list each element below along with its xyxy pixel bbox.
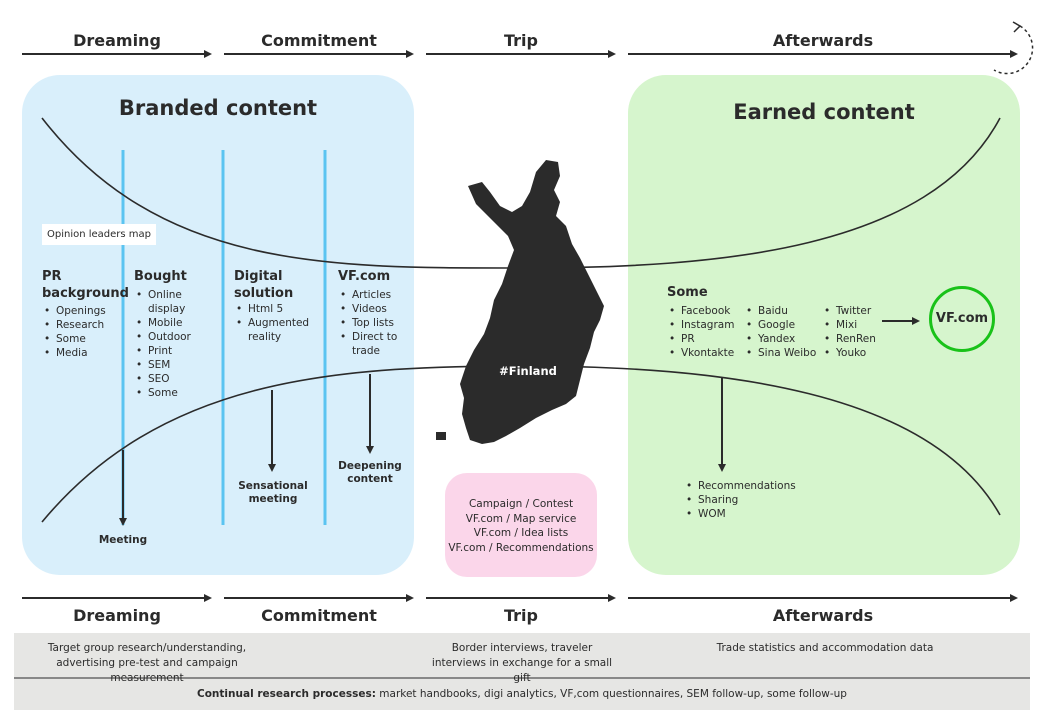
- phase-top-dreaming: Dreaming: [73, 31, 161, 50]
- list-item: Google: [746, 318, 822, 332]
- list-item: Yandex: [746, 332, 822, 346]
- list-item: Openings: [44, 304, 122, 318]
- list-item: Mobile: [136, 316, 216, 330]
- list-some-2: Baidu Google Yandex Sina Weibo: [746, 304, 822, 360]
- col-head-vfcom: VF.com: [338, 269, 391, 284]
- list-bought: Online display Mobile Outdoor Print SEM …: [136, 288, 216, 400]
- list-some-1: Facebook Instagram PR Vkontakte: [669, 304, 751, 360]
- phase-bottom-dreaming: Dreaming: [73, 606, 161, 625]
- phase-top-trip: Trip: [504, 31, 538, 50]
- list-item: Augmented reality: [236, 316, 320, 344]
- list-item: RenRen: [824, 332, 886, 346]
- callout-deepening: Deepening content: [338, 460, 402, 485]
- list-item: Sina Weibo: [746, 346, 822, 360]
- list-item: Outdoor: [136, 330, 216, 344]
- list-item: Videos: [340, 302, 412, 316]
- list-item: Direct to trade: [340, 330, 412, 358]
- list-item: Articles: [340, 288, 412, 302]
- aland-island: [436, 432, 446, 440]
- phase-top-commitment: Commitment: [261, 31, 377, 50]
- list-outcomes: Recommendations Sharing WOM: [686, 479, 806, 521]
- list-item: Media: [44, 346, 122, 360]
- research-bar: [14, 633, 1030, 710]
- phase-bottom-afterwards: Afterwards: [772, 606, 874, 625]
- finland-map: [460, 160, 604, 444]
- research-divider: [14, 677, 1030, 679]
- branded-title: Branded content: [118, 96, 318, 120]
- col-head-bought: Bought: [134, 269, 187, 284]
- list-item: Baidu: [746, 304, 822, 318]
- list-item: Recommendations: [686, 479, 806, 493]
- list-item: Some: [136, 386, 216, 400]
- earned-title: Earned content: [733, 100, 915, 124]
- list-item: Top lists: [340, 316, 412, 330]
- list-item: SEO: [136, 372, 216, 386]
- research-dreaming: Target group research/understanding, adv…: [47, 642, 247, 684]
- col-head-digital: Digital solution: [234, 269, 294, 301]
- callout-sensational: Sensational meeting: [238, 480, 308, 505]
- list-item: SEM: [136, 358, 216, 372]
- trip-activities: Campaign / Contest VF.com / Map service …: [445, 497, 597, 555]
- phase-bottom-trip: Trip: [504, 606, 538, 625]
- trip-line: VF.com / Recommendations: [448, 541, 594, 554]
- continual-label: Continual research processes:: [197, 688, 376, 700]
- list-item: Mixi: [824, 318, 886, 332]
- list-vfcom: Articles Videos Top lists Direct to trad…: [340, 288, 412, 358]
- phase-bottom-commitment: Commitment: [261, 606, 377, 625]
- finland-hashtag: #Finland: [499, 364, 557, 378]
- list-item: Instagram: [669, 318, 751, 332]
- list-item: Facebook: [669, 304, 751, 318]
- continual-research: Continual research processes: market han…: [14, 688, 1030, 700]
- phase-top-afterwards: Afterwards: [772, 31, 874, 50]
- list-item: Sharing: [686, 493, 806, 507]
- list-item: Research: [44, 318, 122, 332]
- list-item: Youko: [824, 346, 886, 360]
- list-pr: Openings Research Some Media: [44, 304, 122, 360]
- callout-meeting: Meeting: [98, 534, 148, 546]
- callout-arrows: [119, 317, 920, 526]
- list-some-3: Twitter Mixi RenRen Youko: [824, 304, 886, 360]
- trip-line: VF.com / Idea lists: [473, 527, 569, 539]
- trip-activities-box: [445, 473, 597, 577]
- research-afterwards: Trade statistics and accommodation data: [716, 642, 934, 654]
- vfcom-target-circle: VF.com: [929, 286, 995, 352]
- opinion-leaders-tag: Opinion leaders map: [42, 224, 156, 245]
- list-item: Vkontakte: [669, 346, 751, 360]
- list-item: Some: [44, 332, 122, 346]
- list-item: WOM: [686, 507, 806, 521]
- list-item: Html 5: [236, 302, 320, 316]
- list-item: Twitter: [824, 304, 886, 318]
- trip-line: Campaign / Contest: [468, 498, 574, 510]
- col-head-pr: PR background: [42, 269, 129, 301]
- list-item: PR: [669, 332, 751, 346]
- continual-text: market handbooks, digi analytics, VF,com…: [375, 688, 847, 700]
- research-trip: Border interviews, traveler interviews i…: [431, 642, 613, 684]
- list-item: Print: [136, 344, 216, 358]
- list-digital: Html 5 Augmented reality: [236, 302, 320, 344]
- cycle-icon: [993, 21, 1034, 75]
- list-item: Online display: [136, 288, 216, 316]
- some-head: Some: [667, 285, 708, 300]
- trip-line: VF.com / Map service: [465, 512, 577, 525]
